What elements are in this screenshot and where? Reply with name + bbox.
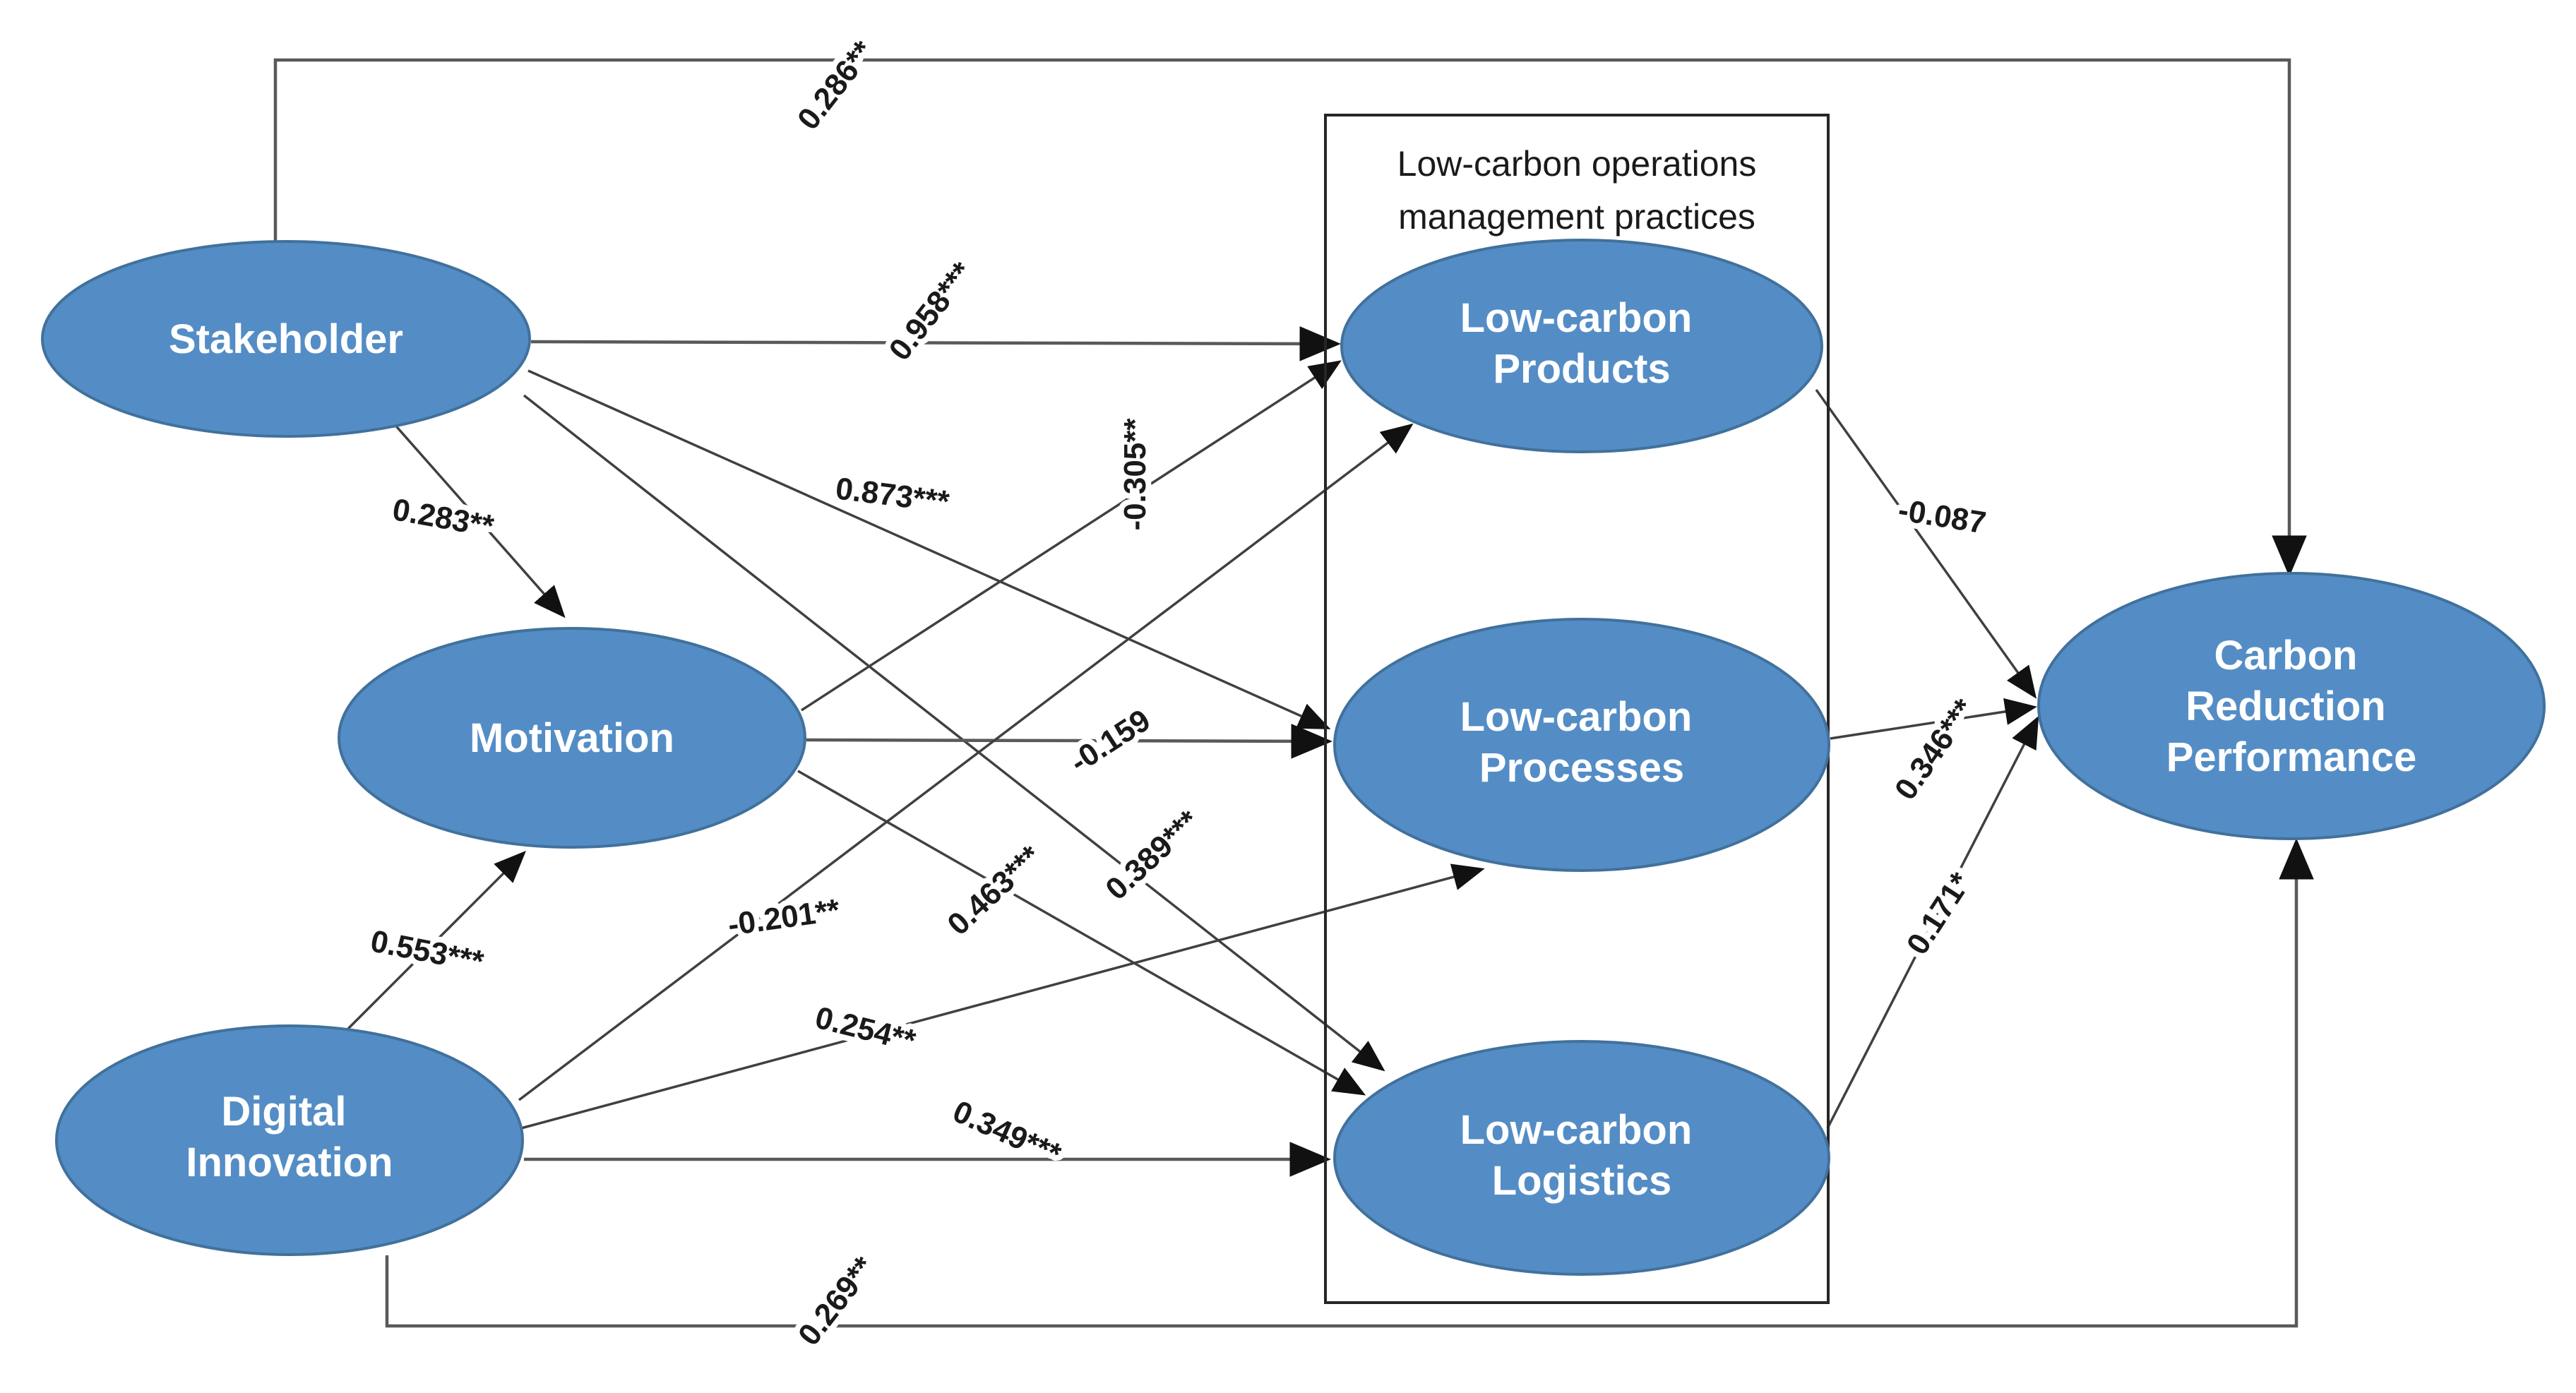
- coef-digital-products: -0.201**: [726, 892, 842, 943]
- coef-motivation-products: -0.305**: [1118, 418, 1152, 531]
- coef-digital-motivation: 0.553***: [368, 923, 487, 979]
- node-low-carbon-products-label: Low-carbon Products: [1460, 295, 1704, 392]
- coef-stakeholder-products: 0.958***: [883, 256, 981, 367]
- node-motivation: [338, 627, 806, 849]
- node-digital-innovation-label: Digital Innovation: [186, 1089, 393, 1185]
- coef-stakeholder-logistics: 0.389***: [1099, 803, 1206, 907]
- edge-products-to-performance: [1815, 388, 2037, 699]
- coef-digital-processes: 0.254**: [812, 1000, 920, 1059]
- edge-motivation-to-logistics: [797, 770, 1366, 1096]
- coef-stakeholder-performance: 0.286**: [791, 34, 881, 136]
- node-low-carbon-logistics-label: Low-carbon Logistics: [1460, 1107, 1704, 1204]
- edge-logistics-to-performance: [1826, 715, 2039, 1129]
- node-stakeholder-label: Stakeholder: [169, 316, 403, 362]
- coef-stakeholder-motivation: 0.283**: [390, 492, 497, 544]
- node-low-carbon-logistics: [1333, 1040, 1830, 1276]
- node-stakeholder: [41, 240, 531, 438]
- edge-digital-to-products: [518, 423, 1414, 1101]
- coef-products-performance: -0.087: [1896, 493, 1988, 541]
- node-carbon-reduction-performance: [2037, 572, 2546, 840]
- edge-stakeholder-to-motivation: [391, 421, 566, 618]
- edge-stakeholder-to-processes: [527, 369, 1331, 729]
- node-low-carbon-processes-label: Low-carbon Processes: [1460, 694, 1704, 791]
- edge-processes-to-performance: [1830, 698, 2037, 740]
- edge-motivation-to-processes: [806, 724, 1332, 759]
- coef-logistics-performance: 0.171*: [1900, 866, 1979, 961]
- group-box-title-line2: management practices: [1398, 197, 1755, 237]
- edge-motivation-to-products: [801, 360, 1342, 712]
- coef-processes-performance: 0.346***: [1888, 693, 1982, 806]
- group-box-title-line1: Low-carbon operations: [1397, 144, 1757, 184]
- coef-digital-performance: 0.269**: [792, 1250, 882, 1352]
- low-carbon-practices-group-box: [1324, 114, 1830, 1304]
- coef-motivation-logistics: 0.463***: [941, 839, 1048, 943]
- edge-stakeholder-to-logistics: [523, 394, 1385, 1072]
- edge-stakeholder-to-performance: [273, 58, 2307, 577]
- node-carbon-reduction-performance-label: Carbon Reduction Performance: [2166, 633, 2417, 780]
- coef-stakeholder-processes: 0.873***: [834, 471, 952, 519]
- edge-digital-to-motivation: [346, 851, 526, 1031]
- node-motivation-label: Motivation: [470, 715, 674, 761]
- edge-stakeholder-to-products: [530, 326, 1341, 361]
- edge-digital-to-performance: [385, 838, 2314, 1328]
- node-low-carbon-products: [1340, 239, 1823, 453]
- node-digital-innovation: [55, 1024, 524, 1256]
- node-low-carbon-processes: [1333, 618, 1830, 872]
- edge-digital-to-processes: [520, 863, 1485, 1130]
